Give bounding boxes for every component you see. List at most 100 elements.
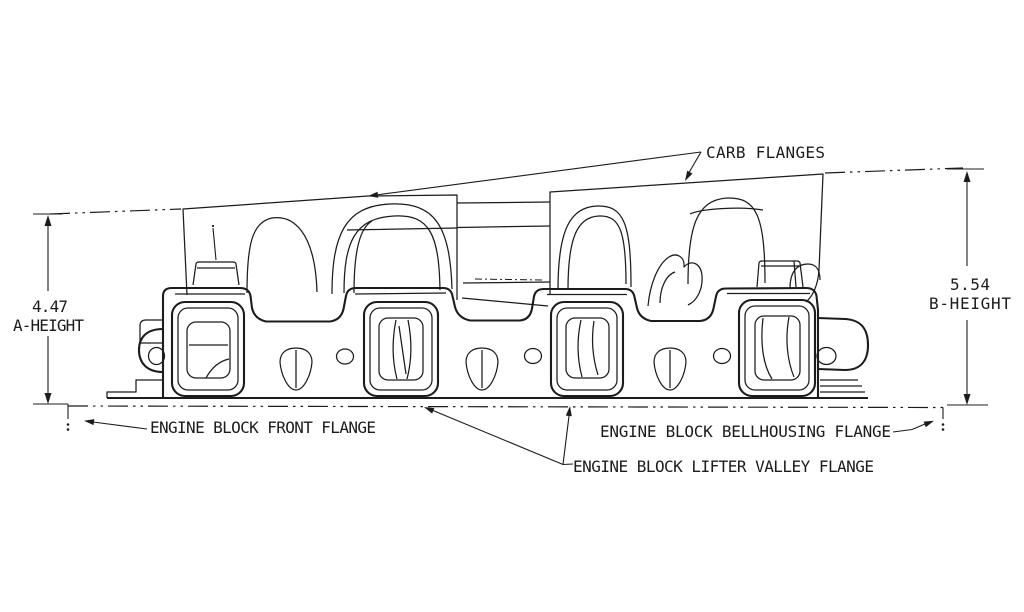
right-ear-bolt-hole	[816, 346, 837, 366]
bolt-bosses	[279, 347, 732, 391]
port-1-detail	[189, 344, 230, 379]
left-top-boss-outline	[192, 261, 240, 286]
flange-profile	[161, 286, 820, 398]
carb-leader-1	[371, 151, 702, 197]
runner-arch-2	[331, 203, 453, 295]
hidden-edge-dashes	[474, 278, 546, 281]
runner-arch-3	[557, 205, 632, 291]
dim-b-arrow-up	[963, 171, 971, 182]
runner-arch-3-inner	[567, 215, 627, 291]
flange-left-lip	[106, 379, 163, 398]
front-flange-leader	[92, 421, 148, 430]
datum-lines	[49, 167, 964, 431]
port-1-window	[186, 321, 231, 379]
teardrop-boss-3	[653, 347, 687, 391]
port-1-mid	[177, 307, 239, 391]
port-2-mid	[369, 307, 433, 391]
right-top-boss-outline	[756, 260, 804, 288]
port-3-mid	[556, 307, 618, 391]
port-4-window	[754, 315, 801, 381]
runner-arch-2-inner	[343, 215, 441, 294]
front-flange-arrow	[84, 419, 95, 426]
stub-dot	[66, 423, 70, 426]
port-opening-4	[737, 298, 817, 398]
a-height-value: 4.47	[32, 297, 68, 316]
dim-a-arrow-up	[44, 215, 52, 226]
plenum-gap-lines	[346, 201, 551, 231]
phantom-line-bottom	[67, 405, 944, 409]
right-top-boss	[756, 260, 804, 288]
stub-dot	[941, 428, 945, 431]
port-1-outer	[170, 300, 246, 398]
port-opening-3	[549, 300, 625, 398]
lifter-valley-arrow-1	[424, 407, 435, 414]
right-pad-outline	[549, 173, 824, 303]
front-flange-label: ENGINE BLOCK FRONT FLANGE	[150, 418, 376, 437]
bellhousing-flange-label: ENGINE BLOCK BELLHOUSING FLANGE	[600, 422, 891, 441]
right-mounting-tab	[817, 316, 870, 372]
dimension-b-height: 5.54 B-HEIGHT	[929, 168, 1011, 406]
valley-edge-line	[462, 281, 551, 284]
runner-arches	[246, 197, 821, 295]
port-3-detail	[577, 319, 599, 378]
heat-riser-blob	[647, 254, 703, 307]
bolt-hole-3	[712, 347, 732, 365]
stub-dot	[66, 428, 70, 431]
bellhousing-leader	[892, 423, 926, 433]
lifter-valley-arrow-2	[565, 406, 572, 417]
bolt-hole-2	[523, 347, 543, 365]
callout-bellhousing-flange: ENGINE BLOCK BELLHOUSING FLANGE	[600, 420, 934, 441]
bolt-hole-1	[335, 348, 355, 365]
teardrop-boss-2	[465, 347, 499, 391]
callout-front-flange: ENGINE BLOCK FRONT FLANGE	[84, 418, 376, 437]
port-2-outer	[362, 300, 440, 398]
port-opening-2	[362, 300, 440, 398]
boss-center-mark	[212, 227, 217, 261]
shoulder-lip-2	[354, 292, 447, 295]
runner-arch-5	[789, 263, 821, 289]
left-ear-bolt-hole	[147, 346, 166, 366]
lifter-valley-leader	[432, 409, 574, 466]
left-mounting-ear	[137, 327, 164, 374]
cast-details	[192, 224, 804, 307]
port-4-outer	[737, 298, 817, 398]
port-2-window	[378, 317, 424, 381]
b-height-value: 5.54	[950, 275, 990, 294]
callout-carb-flanges: CARB FLANGES	[368, 143, 825, 198]
b-height-label: B-HEIGHT	[929, 294, 1011, 313]
bellhousing-arrow	[923, 420, 934, 428]
center-mark-dot	[211, 224, 215, 228]
phantom-line-top-left	[49, 208, 182, 215]
teardrop-boss-1	[279, 347, 313, 391]
runner-arch-1	[246, 217, 318, 294]
dimension-a-height: 4.47 A-HEIGHT	[13, 213, 84, 405]
port-3-outer	[549, 300, 625, 398]
lifter-valley-flange-label: ENGINE BLOCK LIFTER VALLEY FLANGE	[573, 457, 874, 476]
dim-b-arrow-down	[963, 394, 971, 405]
carb-flanges-label: CARB FLANGES	[706, 143, 825, 162]
runner-arch-4	[687, 197, 766, 285]
port-openings	[170, 298, 817, 398]
runner-arch-4-top-line	[689, 207, 764, 215]
port-opening-1	[170, 300, 246, 398]
port-4-mid	[744, 305, 810, 391]
port-3-window	[565, 317, 610, 379]
heat-riser-blob-inner	[659, 271, 676, 304]
a-height-label: A-HEIGHT	[13, 316, 84, 335]
stub-dot	[941, 423, 945, 426]
left-tab	[139, 319, 163, 344]
port-2-detail	[392, 319, 412, 380]
valley-diagonal	[461, 297, 549, 307]
manifold-flange-body	[106, 286, 870, 400]
dim-a-arrow-down	[44, 393, 52, 404]
left-pad-outline	[182, 194, 458, 300]
phantom-line-top-right	[824, 167, 964, 174]
right-top-boss-inner	[761, 260, 799, 288]
runner-arch-2-rib	[353, 220, 373, 294]
carb-leader-arrow-2	[685, 170, 693, 181]
callout-lifter-valley-flange: ENGINE BLOCK LIFTER VALLEY FLANGE	[424, 406, 874, 476]
carb-leader-arrow-1	[368, 191, 379, 198]
left-top-boss	[192, 224, 240, 286]
